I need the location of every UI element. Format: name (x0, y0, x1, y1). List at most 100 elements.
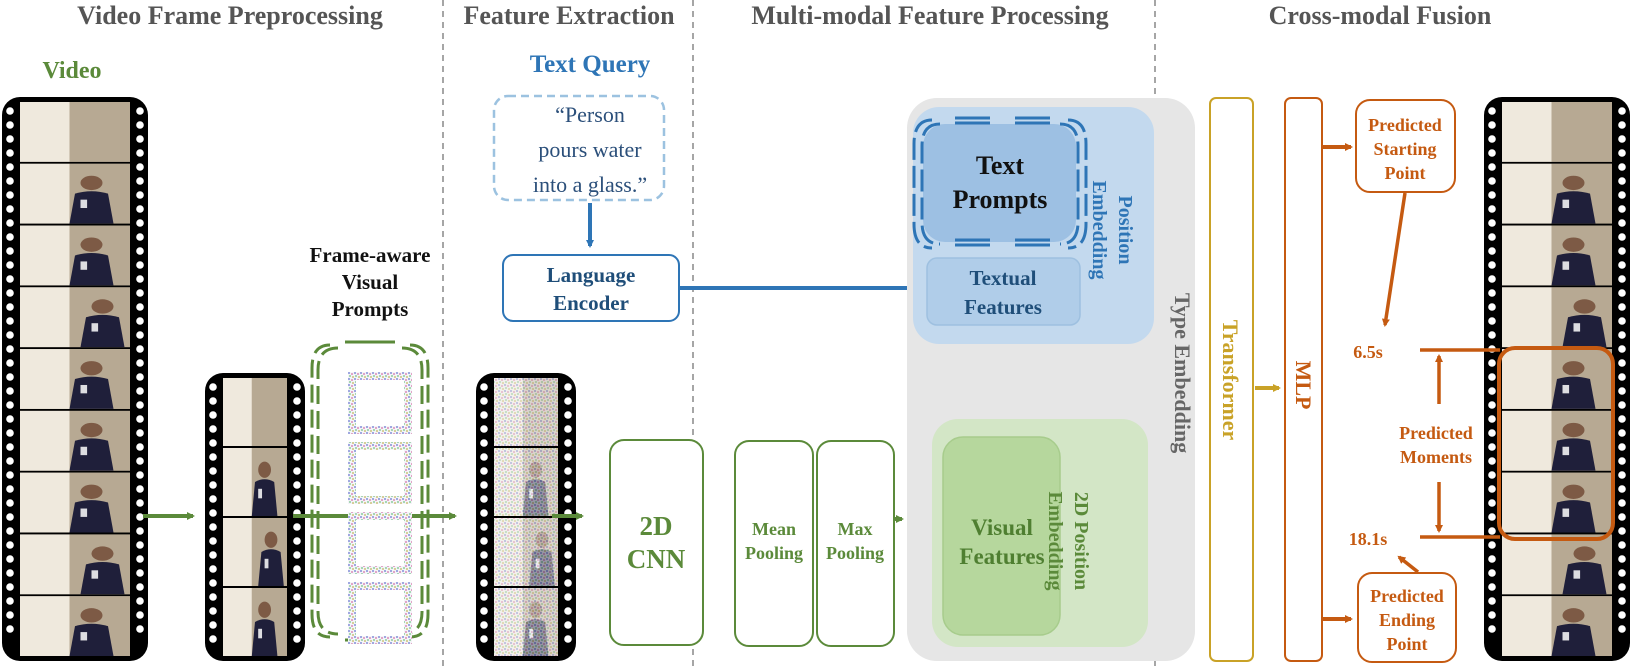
filmstrip-hole (1488, 191, 1496, 199)
filmstrip-hole (209, 425, 217, 433)
predicted-start-line-2: Starting (1374, 139, 1437, 159)
filmstrip-hole (480, 635, 488, 643)
filmstrip-hole (6, 121, 14, 129)
video-frame (20, 534, 130, 595)
filmstrip-hole (293, 523, 301, 531)
filmstrip-hole (136, 611, 144, 619)
filmstrip-hole (1618, 135, 1626, 143)
filmstrip-hole (1618, 373, 1626, 381)
filmstrip-hole (136, 625, 144, 633)
filmstrip-hole (1488, 177, 1496, 185)
section-title-preprocessing: Video Frame Preprocessing (77, 1, 383, 30)
filmstrip-hole (1488, 457, 1496, 465)
visual-features-box (942, 436, 1061, 636)
filmstrip-hole (1488, 107, 1496, 115)
filmstrip-hole (136, 303, 144, 311)
filmstrip-hole (136, 541, 144, 549)
filmstrip-hole (1488, 163, 1496, 171)
filmstrip-hole (209, 509, 217, 517)
video-frame (223, 378, 287, 446)
filmstrip-hole (209, 635, 217, 643)
max-pooling-box (816, 440, 895, 647)
filmstrip-hole (480, 551, 488, 559)
filmstrip-hole (1488, 303, 1496, 311)
filmstrip-hole (564, 425, 572, 433)
filmstrip-hole (1488, 555, 1496, 563)
filmstrip-hole (136, 457, 144, 465)
filmstrip-hole (1488, 135, 1496, 143)
filmstrip-hole (6, 555, 14, 563)
filmstrip-hole (293, 467, 301, 475)
text-query-line-1: “Person (555, 102, 625, 127)
predicted-end-line-2: Ending (1379, 610, 1435, 630)
video-frame (1502, 163, 1612, 224)
text-prompts-line-2: Prompts (953, 185, 1048, 214)
section-title-extraction: Feature Extraction (463, 1, 675, 30)
visual-prompts-group (310, 340, 430, 644)
filmstrip-hole (6, 135, 14, 143)
video-frame (20, 596, 130, 656)
filmstrip-hole (1488, 317, 1496, 325)
video-frame (20, 102, 130, 162)
filmstrip-hole (6, 541, 14, 549)
filmstrip-hole (136, 527, 144, 535)
sampled-frames-filmstrip (205, 373, 305, 661)
video-frame (1502, 410, 1612, 471)
filmstrip-hole (136, 121, 144, 129)
cnn-line-1: 2D (640, 511, 673, 541)
filmstrip-hole (1618, 191, 1626, 199)
filmstrip-hole (1618, 527, 1626, 535)
textual-features-line-1: Textual (970, 266, 1037, 290)
max-pooling-line-1: Max (838, 519, 873, 539)
filmstrip-hole (480, 481, 488, 489)
filmstrip-hole (564, 481, 572, 489)
filmstrip-hole (1618, 485, 1626, 493)
video-frame (1502, 534, 1612, 595)
filmstrip-hole (1618, 261, 1626, 269)
predicted-moments-line-2: Moments (1400, 447, 1472, 467)
filmstrip-hole (6, 345, 14, 353)
filmstrip-hole (136, 149, 144, 157)
filmstrip-hole (1618, 331, 1626, 339)
filmstrip-hole (1618, 611, 1626, 619)
filmstrip-hole (293, 411, 301, 419)
filmstrip-hole (1618, 303, 1626, 311)
filmstrip-hole (136, 555, 144, 563)
filmstrip-hole (564, 635, 572, 643)
filmstrip-hole (6, 261, 14, 269)
video-frame (1502, 102, 1612, 162)
filmstrip-hole (6, 247, 14, 255)
filmstrip-hole (6, 485, 14, 493)
filmstrip-hole (136, 191, 144, 199)
filmstrip-hole (136, 401, 144, 409)
filmstrip-hole (1618, 163, 1626, 171)
filmstrip-hole (1618, 513, 1626, 521)
filmstrip-hole (6, 205, 14, 213)
filmstrip-hole (1488, 275, 1496, 283)
text-prompts-brackets (912, 116, 1088, 250)
filmstrip-hole (209, 411, 217, 419)
filmstrip-hole (1488, 205, 1496, 213)
arrow-end-to-time (1397, 555, 1420, 574)
filmstrip-hole (1618, 387, 1626, 395)
filmstrip-hole (6, 149, 14, 157)
filmstrip-hole (136, 415, 144, 423)
filmstrip-hole (1618, 415, 1626, 423)
position-embedding-2d-line-1: 2D Position (1070, 492, 1092, 590)
filmstrip-hole (564, 411, 572, 419)
visual-prompt-square (348, 512, 412, 574)
filmstrip-hole (564, 551, 572, 559)
filmstrip-hole (6, 569, 14, 577)
video-frame (20, 287, 130, 348)
filmstrip-hole (136, 499, 144, 507)
filmstrip-hole (6, 443, 14, 451)
filmstrip-hole (1618, 275, 1626, 283)
visual-features-line-1: Visual (971, 515, 1033, 540)
filmstrip-hole (480, 509, 488, 517)
filmstrip-hole (1618, 121, 1626, 129)
filmstrip-hole (293, 481, 301, 489)
filmstrip-hole (136, 205, 144, 213)
filmstrip-hole (6, 191, 14, 199)
cnn-box (609, 439, 704, 646)
filmstrip-hole (136, 569, 144, 577)
